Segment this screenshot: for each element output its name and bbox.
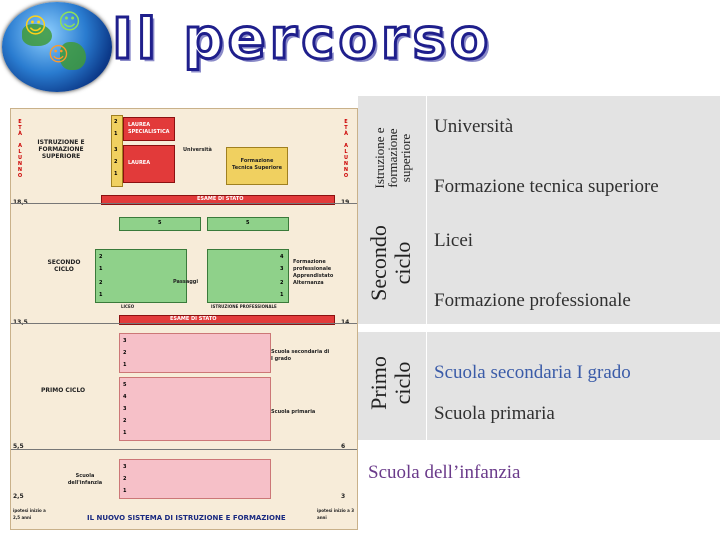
panel-separator	[426, 96, 427, 440]
istruzione-prof-top: 5	[207, 217, 289, 231]
year-num: 3	[114, 147, 118, 153]
university-label: Università	[183, 147, 212, 153]
exam-label-2: ESAME DI STATO	[170, 316, 217, 322]
istruzione-prof-label: ISTRUZIONE PROFESSIONALE	[211, 304, 277, 309]
exam-label: ESAME DI STATO	[197, 196, 244, 202]
age-left: 13,5	[13, 319, 28, 326]
vocational-item: Alternanza	[293, 280, 324, 286]
panel-upper-band	[358, 96, 720, 324]
item-vocational: Formazione professionale	[434, 290, 631, 311]
group-higher-education: Istruzione e formazione superiore	[372, 127, 413, 189]
children-figure-icon: ☺	[58, 10, 81, 35]
age-left: 5,5	[13, 443, 24, 450]
laurea-spec-label: LAUREA SPECIALISTICA	[128, 122, 170, 135]
secondary-first-label: Scuola secondaria di I grado	[271, 349, 330, 362]
liceo-label: LICEO	[121, 304, 135, 309]
laurea-label: LAUREA	[128, 160, 151, 166]
vocational-item: Formazione professionale	[293, 259, 332, 272]
page-title: Il percorso	[110, 7, 493, 72]
item-secondary-first: Scuola secondaria I grado	[434, 362, 631, 383]
primary-label: Scuola primaria	[271, 409, 316, 415]
exam-bar-upper: ESAME DI STATO	[101, 195, 335, 205]
globe-logo: ☺ ☺ ☺	[2, 2, 112, 92]
age-start-left: ipotesi inizio a 2,5 anni	[13, 508, 46, 520]
label-higher-education: ISTRUZIONE E FORMAZIONE SUPERIORE	[37, 139, 85, 160]
age-right: 19	[341, 199, 349, 206]
item-licei: Licei	[434, 230, 474, 251]
passages-label: Passaggi	[173, 279, 199, 285]
label-second-cycle: SECONDO CICLO	[47, 259, 81, 273]
globe-land	[60, 42, 86, 70]
vocational-list: Formazione professionale Apprendistato A…	[293, 259, 353, 287]
laurea-specialistica-box: LAUREA SPECIALISTICA	[123, 117, 175, 141]
item-university: Università	[434, 116, 514, 137]
age-right: 3	[341, 493, 346, 500]
divider	[11, 323, 357, 324]
label-first-cycle: PRIMO CICLO	[41, 387, 86, 394]
infancy-label: Scuola dell'infanzia	[67, 473, 103, 486]
diagram-footer-title: IL NUOVO SISTEMA DI ISTRUZIONE E FORMAZI…	[87, 514, 286, 522]
exam-bar-lower: ESAME DI STATO	[119, 315, 335, 325]
higher-technical-label: Formazione Tecnica Superiore	[231, 158, 283, 171]
year-num: 1	[114, 171, 118, 177]
children-figure-icon: ☺	[24, 14, 47, 39]
age-left: 18,5	[13, 199, 28, 206]
age-right: 6	[341, 443, 346, 450]
year-num: 1	[114, 131, 118, 137]
children-figure-icon: ☺	[48, 42, 69, 66]
divider	[11, 203, 357, 204]
age-left: 2,5	[13, 493, 24, 500]
licei-top: 5	[119, 217, 201, 231]
item-primary: Scuola primaria	[434, 403, 555, 424]
laurea-box: LAUREA	[123, 145, 175, 183]
year-num: 2	[114, 119, 118, 125]
panel-lower-band	[358, 332, 720, 440]
years-column	[111, 115, 123, 187]
age-start-right: ipotesi inizio a 3 anni	[317, 508, 355, 520]
item-infancy: Scuola dell’infanzia	[368, 462, 521, 483]
year-num: 2	[114, 159, 118, 165]
group-second-cycle: Secondo ciclo	[366, 225, 415, 301]
divider	[11, 449, 357, 450]
globe-land	[22, 24, 52, 46]
item-higher-technical: Formazione tecnica superiore	[434, 176, 659, 197]
group-first-cycle: Primo ciclo	[366, 356, 415, 410]
age-right: 14	[341, 319, 349, 326]
vocational-item: Apprendistato	[293, 273, 334, 279]
higher-technical-box: Formazione Tecnica Superiore	[226, 147, 288, 185]
